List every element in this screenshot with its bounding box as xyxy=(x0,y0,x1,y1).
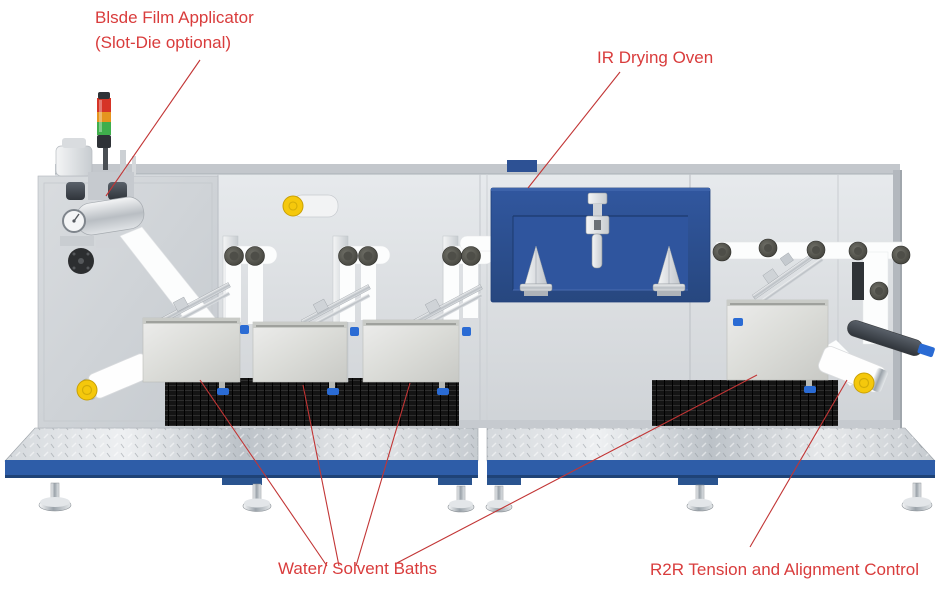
solvent-bath-3 xyxy=(362,319,471,395)
platform-band-left xyxy=(5,460,478,478)
solvent-bath-2 xyxy=(252,321,359,395)
leader-oven xyxy=(527,71,621,189)
platform-band-right xyxy=(487,460,935,478)
mount-cap xyxy=(62,138,86,148)
r2r-tension-station xyxy=(712,238,935,394)
band-tab xyxy=(222,478,262,485)
leader-bath-1 xyxy=(199,379,328,567)
tower-base xyxy=(97,135,111,148)
band-tab xyxy=(438,478,472,485)
base-platform xyxy=(4,427,936,513)
roller-bracket xyxy=(852,262,864,300)
deck-left-plate xyxy=(5,428,478,461)
signal-tower-light xyxy=(97,92,111,170)
idler-cap xyxy=(282,195,304,217)
oven-latch xyxy=(585,192,610,269)
rewind-chuck-cap xyxy=(853,372,875,394)
band-shade-left xyxy=(5,475,478,478)
bath-section xyxy=(142,235,838,426)
foot xyxy=(485,485,513,513)
foot xyxy=(242,483,272,512)
leader-bath-2 xyxy=(302,384,340,567)
band-tab xyxy=(487,478,521,485)
label-r2r-tension-control: R2R Tension and Alignment Control xyxy=(650,560,920,579)
foot xyxy=(38,482,72,512)
label-film-applicator-line1: Blsde Film Applicator xyxy=(95,8,254,27)
side-valve xyxy=(350,327,359,336)
right-end-edge xyxy=(893,170,902,428)
idler-roller-top xyxy=(282,194,339,218)
drain-valve xyxy=(437,388,449,395)
side-valve xyxy=(733,318,743,326)
side-valve xyxy=(240,325,249,334)
body-bottom-shadow xyxy=(55,420,900,428)
amber-light xyxy=(97,112,111,122)
tower-cap xyxy=(98,92,110,99)
leader-bath-3 xyxy=(355,382,411,567)
side-valve xyxy=(462,327,471,336)
deck-right-plate xyxy=(487,428,935,461)
leveling-feet xyxy=(38,482,933,513)
dip-rail-mechanisms xyxy=(160,282,483,328)
rewind-roll xyxy=(818,346,888,394)
solvent-bath-1 xyxy=(142,317,249,395)
foot xyxy=(686,484,714,512)
band-tab xyxy=(678,478,718,485)
drain-valve xyxy=(327,388,339,395)
unwind-chuck-cap xyxy=(76,379,98,401)
ir-drying-oven xyxy=(490,160,711,303)
green-light xyxy=(97,122,111,135)
fin-panel-left xyxy=(165,378,459,426)
leader-blade xyxy=(105,59,201,197)
leader-r2r xyxy=(749,379,848,548)
leader-bath-4 xyxy=(394,374,758,565)
label-ir-drying-oven: IR Drying Oven xyxy=(597,48,714,67)
solvent-bath-4 xyxy=(726,299,829,393)
tower-stem xyxy=(103,146,108,170)
band-shade-right xyxy=(487,475,935,478)
foot xyxy=(447,485,475,513)
oven-top-tab xyxy=(507,160,537,172)
bracket xyxy=(96,240,122,248)
annotation-lines xyxy=(105,59,848,567)
ink-cylinder xyxy=(66,182,85,200)
bracket xyxy=(60,236,94,246)
foot xyxy=(901,482,933,512)
oven-knob-right xyxy=(652,245,686,296)
label-film-applicator-line2: (Slot-Die optional) xyxy=(95,33,232,52)
label-film-applicator: Blsde Film Applicator (Slot-Die optional… xyxy=(95,5,254,55)
unwind-roll xyxy=(76,353,153,401)
lay-on-roller xyxy=(847,320,935,358)
red-light xyxy=(97,98,111,112)
guide-rollers xyxy=(712,238,911,301)
oven-knob-left xyxy=(519,245,553,296)
pipe xyxy=(132,156,136,176)
nip-roller-pairs xyxy=(224,246,481,266)
pipe xyxy=(120,150,126,176)
drain-valve xyxy=(217,388,229,395)
applicator-head-mount xyxy=(55,145,93,177)
top-edge xyxy=(55,164,900,174)
label-water-solvent-baths: Water/ Solvent Baths xyxy=(278,559,438,578)
drain-valve xyxy=(804,386,816,393)
